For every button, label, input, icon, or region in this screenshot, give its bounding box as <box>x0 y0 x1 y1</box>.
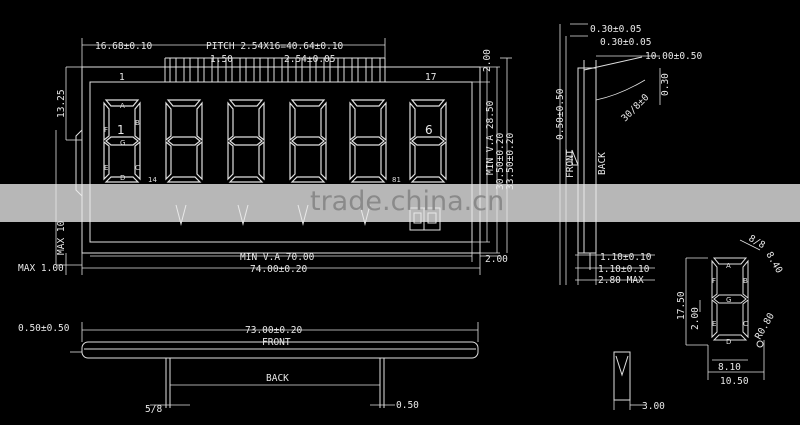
seg-a: A <box>120 102 125 110</box>
detail-seg-f: F <box>712 277 716 285</box>
digit-detail <box>711 257 764 348</box>
bottom-pin-right: 0.50 <box>396 400 419 411</box>
overall-height-dim: 33.50±0.20 <box>505 133 516 190</box>
seg-d: D <box>120 174 125 182</box>
side-t3: 10.00±0.50 <box>645 51 702 62</box>
detail-seg-e: E <box>712 320 716 328</box>
side-t4: 0.30 <box>660 73 671 96</box>
detail-angle-right: 8.40 <box>763 250 784 276</box>
seg-g: G <box>120 139 125 147</box>
digit-1 <box>103 99 141 183</box>
va-height-dim: MIN V.A 28.50 <box>485 100 496 175</box>
right-top-dim: 2.00 <box>482 49 493 72</box>
side-b1: 1.10±0.10 <box>600 252 652 263</box>
bottom-pin-thickness: 3.00 <box>642 401 665 412</box>
bottom-front: FRONT <box>262 337 291 348</box>
bottom-pin-left: 5/8 <box>145 404 162 415</box>
watermark: trade.china.cn <box>310 186 505 217</box>
bottom-back: BACK <box>266 373 289 384</box>
side-angle: 30/8±0 <box>619 92 651 124</box>
side-front: FRONT <box>565 149 576 178</box>
side-view <box>559 23 661 285</box>
top-pin-offset: 16.68±0.10 <box>95 41 152 52</box>
bottom-left-dim: 0.50±0.50 <box>18 323 70 334</box>
display-outline <box>81 66 481 254</box>
detail-angle-top: 8/8 <box>747 233 768 251</box>
digit-5 <box>349 99 387 183</box>
detail-seg-b: B <box>743 277 748 285</box>
side-b2: 1.10±0.10 <box>598 264 650 275</box>
detail-seg-d: D <box>726 338 731 346</box>
front-view <box>55 38 512 275</box>
detail-overall: 10.50 <box>720 376 749 387</box>
viewing-area <box>89 81 473 243</box>
pitch-label: PITCH 2.54X16=40.64±0.10 <box>206 41 344 52</box>
bottom-width-dim: 73.00±0.20 <box>245 325 302 336</box>
side-b3: 2.80 MAX <box>598 275 644 286</box>
pin-right-label: 17 <box>425 72 436 83</box>
detail-seg-c: C <box>743 320 748 328</box>
pin-width-a: 1.50 <box>210 54 233 65</box>
overall-width-dim: 74.00±0.20 <box>250 264 307 275</box>
max-height-dim: MAX 10 <box>56 220 67 255</box>
detail-width: 8.10 <box>718 362 741 373</box>
seven-segment-digits <box>103 99 447 183</box>
detail-seg-g: G <box>726 296 731 304</box>
dimension-lines-front <box>55 38 512 275</box>
max-bottom-dim: MAX 1.00 <box>18 263 64 274</box>
digit-2 <box>165 99 203 183</box>
left-height-dim: 13.25 <box>56 89 67 118</box>
digit-6 <box>409 99 447 183</box>
bottom-glass <box>81 341 479 359</box>
dp-label: 81 <box>392 176 401 184</box>
detail-seg-a: A <box>726 262 731 270</box>
side-back: BACK <box>597 152 608 175</box>
watermark-band <box>0 184 800 222</box>
right-bottom-dim: 2.00 <box>485 254 508 265</box>
digit-detail-dims <box>685 239 765 380</box>
seg-f: F <box>104 126 108 134</box>
pin-left-label: 1 <box>119 72 125 83</box>
seg-e: E <box>104 164 108 172</box>
side-t1: 0.30±0.05 <box>590 24 641 35</box>
pin-width-b: 2.54±0.05 <box>284 54 335 65</box>
digit-4 <box>289 99 327 183</box>
digit-1-label: 1 <box>117 123 125 137</box>
seg-c: C <box>135 164 140 172</box>
detail-mid: 2.00 <box>690 307 701 330</box>
side-t2: 0.30±0.05 <box>600 37 651 48</box>
detail-dp: R0.80 <box>753 311 777 342</box>
bottom-view <box>70 322 645 410</box>
va-width-dim: MIN V.A 70.00 <box>240 252 315 263</box>
side-left-dim: 0.50±0.50 <box>555 88 566 140</box>
digit-3 <box>227 99 265 183</box>
seg-b: B <box>135 119 140 127</box>
detail-height: 17.50 <box>676 291 687 320</box>
outline-height-dim: 30.50±0.20 <box>495 133 506 190</box>
corner-label: 14 <box>148 176 157 184</box>
digit-6-label: 6 <box>425 123 433 137</box>
